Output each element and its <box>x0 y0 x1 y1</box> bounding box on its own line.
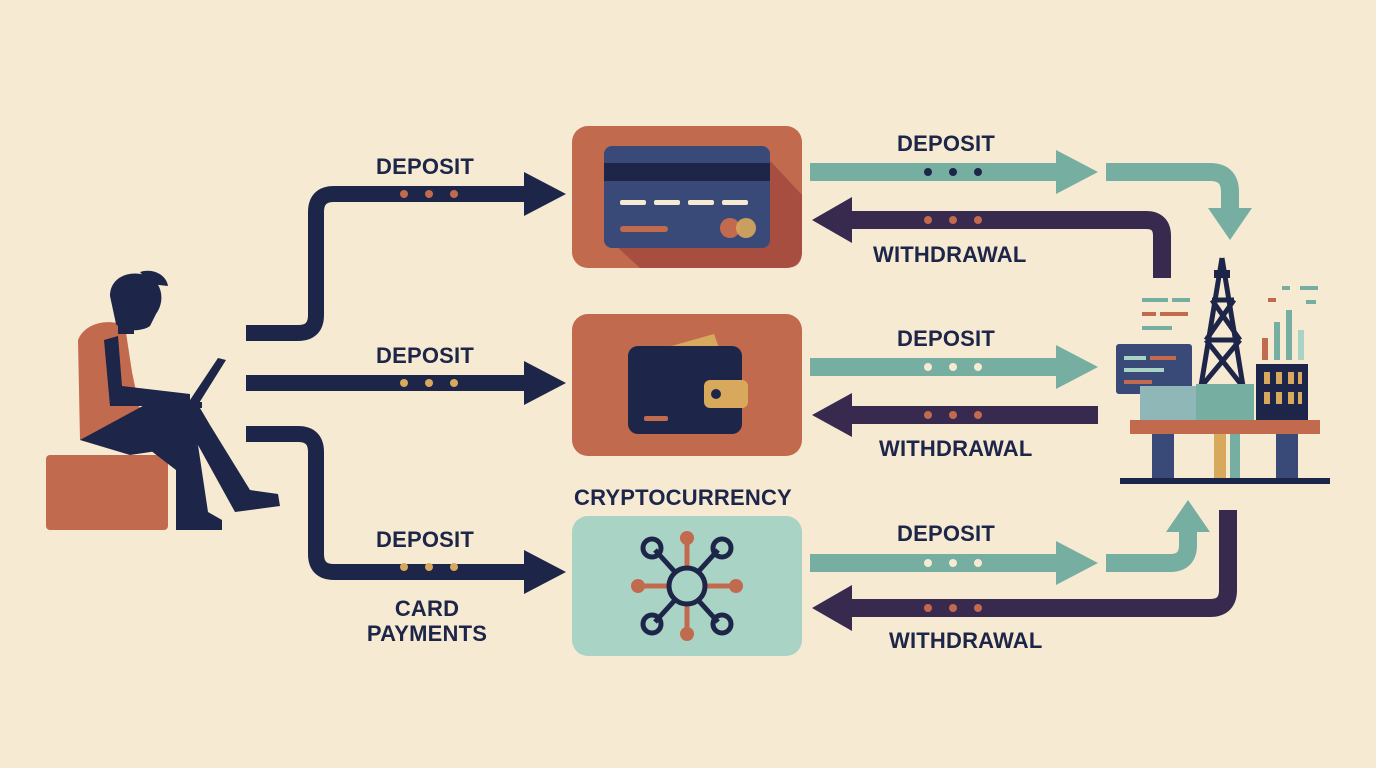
right-top-deposit-label: DEPOSIT <box>897 131 995 156</box>
cryptocurrency-label: CRYPTOCURRENCY <box>574 485 792 510</box>
left-top-deposit-label: DEPOSIT <box>376 154 474 179</box>
oil-platform-icon <box>1116 257 1330 484</box>
left-top-deposit-arrow <box>246 186 530 341</box>
right-mid-withdrawal-label: WITHDRAWAL <box>879 436 1033 461</box>
left-mid-deposit-label: DEPOSIT <box>376 343 474 368</box>
left-mid-arrowhead <box>524 361 566 405</box>
right-top-withdrawal-label: WITHDRAWAL <box>873 242 1027 267</box>
left-bottom-arrowhead <box>524 550 566 594</box>
left-mid-deposit-arrow <box>246 375 528 391</box>
card-payments-line1: CARD <box>394 596 460 621</box>
crypto-box <box>572 516 802 656</box>
right-deposit-arrows <box>810 150 1098 585</box>
top-teal-bend-arrow <box>1106 163 1252 240</box>
right-bottom-deposit-label: DEPOSIT <box>897 521 995 546</box>
person-at-laptop-icon <box>46 270 280 530</box>
left-top-arrowhead <box>524 172 566 216</box>
bottom-teal-bend-arrow <box>1106 500 1210 572</box>
right-arrow-dots <box>924 168 982 612</box>
left-arrow-dots <box>400 190 458 571</box>
left-bottom-deposit-arrow <box>246 426 530 580</box>
wallet-icon <box>628 334 748 434</box>
crypto-network-icon <box>631 531 743 641</box>
right-withdrawal-arrows <box>812 197 1237 631</box>
right-bottom-withdrawal-label: WITHDRAWAL <box>889 628 1043 653</box>
left-bottom-deposit-label: DEPOSIT <box>376 527 474 552</box>
right-mid-deposit-label: DEPOSIT <box>897 326 995 351</box>
credit-card-icon <box>604 146 770 248</box>
card-payments-label: CARD PAYMENTS <box>352 596 502 647</box>
card-payments-line2: PAYMENTS <box>366 621 488 647</box>
